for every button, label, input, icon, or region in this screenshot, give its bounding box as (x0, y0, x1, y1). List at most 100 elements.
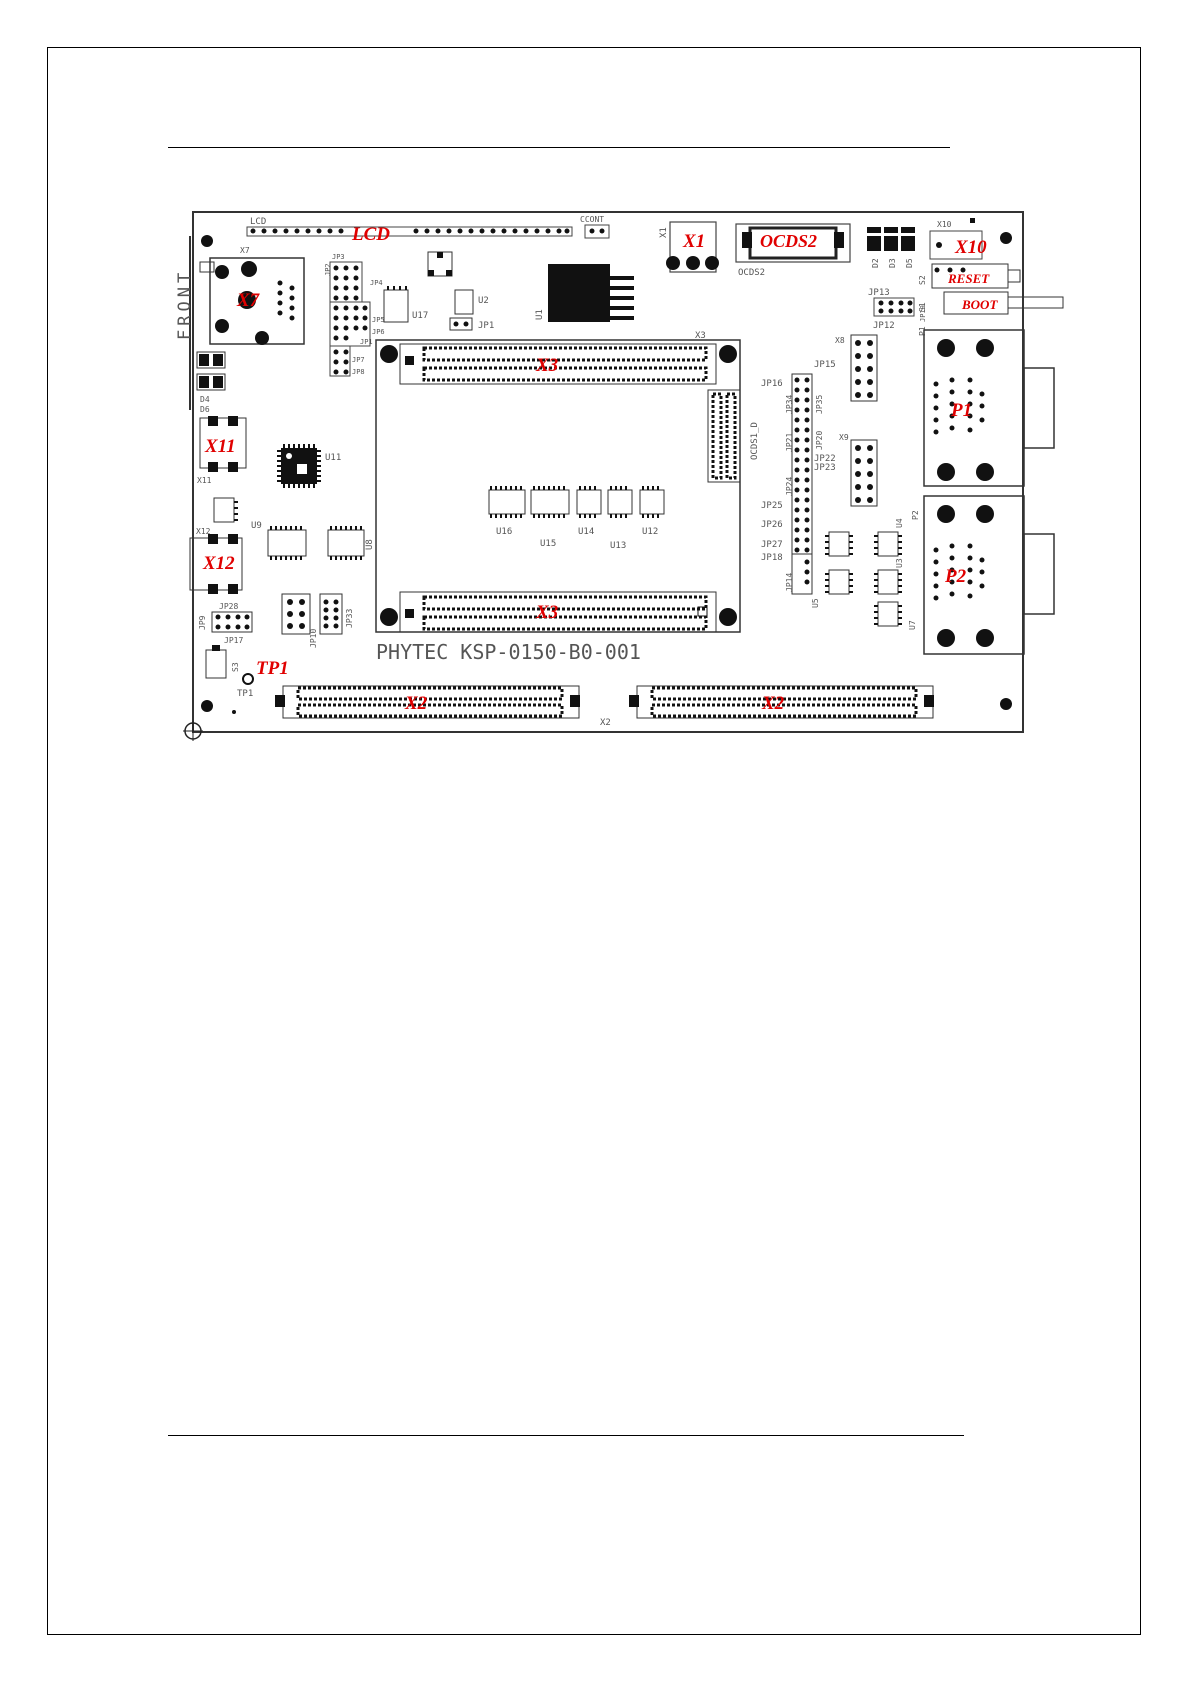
footer-rule (168, 1435, 964, 1436)
ocds1-silk: OCDS1_D (750, 422, 760, 460)
u8-chip (327, 526, 365, 560)
jp27-silk: JP27 (761, 540, 783, 550)
jp23-silk: JP23 (814, 463, 836, 473)
u3-silk: U3 (895, 558, 904, 568)
tp1-test-point (242, 673, 254, 685)
header-rule (168, 147, 950, 148)
lcd-callout: LCD (351, 224, 390, 245)
jp12-silk: JP12 (873, 321, 895, 331)
u7-silk: U7 (908, 620, 917, 630)
u1-regulator (548, 264, 634, 322)
p2-callout: P2 (944, 566, 967, 587)
jp6-silk: JP6 (372, 328, 385, 336)
lcd-silk: LCD (250, 217, 266, 227)
transceiver-chip (213, 497, 235, 523)
u9-silk: U9 (251, 521, 262, 531)
u5-silk: U5 (811, 598, 820, 608)
x9-header (850, 439, 878, 507)
x12-silk: X12 (196, 527, 211, 536)
ocds1-connector (707, 389, 741, 483)
x1-callout: X1 (682, 231, 705, 252)
ocds2-callout: OCDS2 (760, 231, 817, 251)
board-silk-title: PHYTEC KSP-0150-B0-001 (376, 640, 641, 664)
x1-silk: X1 (659, 227, 669, 238)
jp9-silk: JP9 (198, 615, 207, 630)
lcd-connector (246, 226, 573, 237)
u4-silk: U4 (895, 518, 904, 528)
jp15-silk: JP15 (814, 360, 836, 370)
x11-connector (199, 416, 247, 472)
x11-silk: X11 (197, 476, 212, 485)
reset-callout: RESET (947, 271, 990, 286)
x8-silk: X8 (835, 336, 845, 345)
jp34-silk: JP34 (785, 395, 794, 414)
jp33-jumper (319, 593, 343, 635)
mounting-hole (1000, 232, 1012, 244)
jp22-silk: JP22 (814, 454, 836, 464)
jp24-silk: JP24 (785, 477, 794, 496)
d4-d6-leds (196, 351, 226, 391)
jp13-jumper (873, 297, 915, 317)
cont-connector (584, 224, 610, 239)
jp2-silk: JP2 (324, 263, 332, 276)
jp28-silk: JP28 (219, 602, 238, 611)
x2-right-connector (629, 685, 934, 719)
jp1b-silk: JP1 (360, 338, 373, 346)
jp1-silk: JP1 (478, 321, 494, 331)
u2-chip (454, 289, 474, 315)
p2-db9-connector (923, 495, 1055, 655)
jp8-silk: JP8 (352, 368, 365, 376)
page-border (47, 47, 1141, 1635)
x3-top-callout: X3 (535, 355, 558, 376)
u11-chip (277, 444, 321, 488)
d5-silk: D5 (905, 258, 914, 268)
x1-connector (666, 221, 719, 273)
jp3-silk: JP3 (332, 253, 345, 261)
d3-silk: D3 (888, 258, 897, 268)
front-label: FRONT (175, 269, 195, 340)
ocds2-connector (735, 223, 851, 263)
u17-silk: U17 (412, 311, 428, 321)
jp33-silk: JP33 (345, 609, 354, 628)
mounting-hole (201, 235, 213, 247)
jp25-silk: JP25 (761, 501, 783, 511)
mounting-hole (1000, 698, 1012, 710)
x10-silk: X10 (937, 220, 952, 229)
tp1-silk: TP1 (237, 689, 253, 699)
jp4-silk: JP4 (370, 279, 383, 287)
u15-silk: U15 (540, 539, 556, 549)
u17-chip (383, 289, 409, 323)
jp17-silk: JP17 (224, 636, 243, 645)
board-outline (192, 211, 1024, 733)
u16-silk: U16 (496, 527, 512, 537)
serial-chip-pins (825, 535, 902, 625)
x3-top-connector (380, 343, 737, 385)
s2-silk: S2 (918, 275, 927, 285)
u2-silk: U2 (478, 296, 489, 306)
x9-silk: X9 (839, 433, 849, 442)
jumper-column-jp15-jp18 (791, 373, 813, 595)
x2-right-callout: X2 (761, 693, 785, 714)
jp1-jumper (449, 317, 473, 331)
x12-connector (189, 534, 243, 594)
ocds2-silk: OCDS2 (738, 268, 765, 278)
mounting-hole (201, 700, 213, 712)
jp20-silk: JP20 (815, 431, 824, 450)
jp10-jumper (281, 593, 311, 635)
jumper-cluster-jp2-jp8 (329, 261, 371, 377)
chip-pins (490, 486, 659, 518)
x8-header (850, 334, 878, 402)
jp18-silk: JP18 (761, 553, 783, 563)
jp28-jumper (211, 611, 253, 633)
jumper-pins (333, 265, 368, 375)
jp19-silk: JP19 (919, 305, 927, 322)
d4-silk: D4 (200, 395, 210, 404)
jp5-silk: JP5 (372, 316, 385, 324)
serial-transceiver-chips (828, 531, 899, 627)
x7-callout: X7 (236, 290, 261, 311)
jp16-silk: JP16 (761, 379, 783, 389)
d2-silk: D2 (871, 258, 880, 268)
jp13-silk: JP13 (868, 288, 890, 298)
cont-silk: CCONT (580, 215, 604, 224)
p1-db9-connector (923, 329, 1055, 487)
